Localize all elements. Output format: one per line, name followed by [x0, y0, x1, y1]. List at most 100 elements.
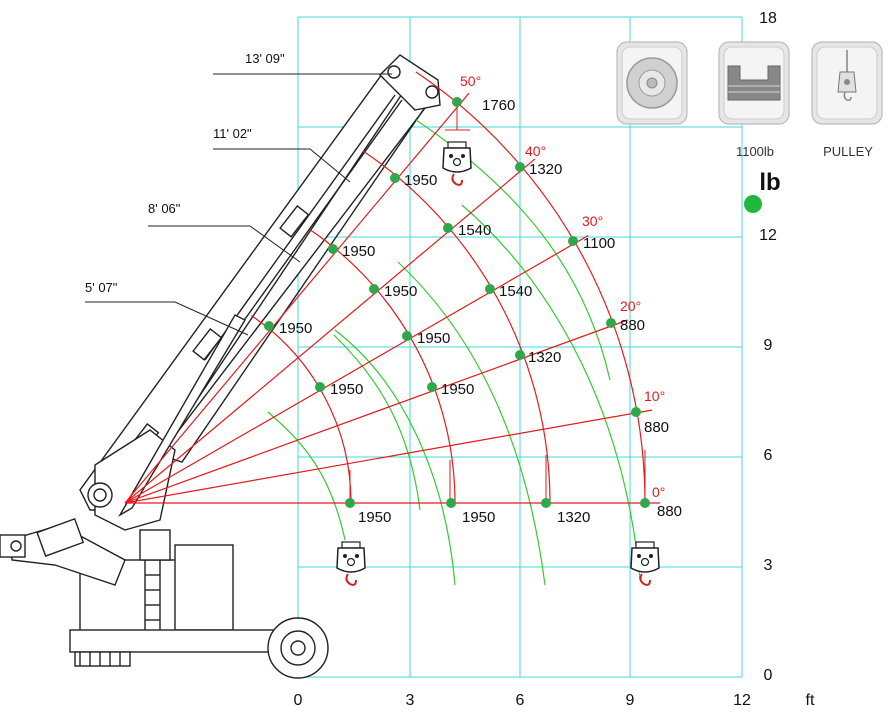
boom-head-sheave — [425, 85, 439, 99]
hook-path-arc — [267, 411, 346, 541]
load-point — [631, 407, 641, 417]
boom-clamp — [279, 205, 310, 238]
boom-length-arc — [309, 228, 456, 504]
boom-length-leader — [148, 225, 301, 263]
tow-pin — [10, 540, 22, 552]
angle-label: 10° — [644, 388, 665, 404]
load-value-label: 1540 — [458, 222, 491, 239]
angle-ray — [124, 319, 628, 504]
angle-ray — [124, 409, 653, 504]
outrigger-base — [69, 629, 281, 653]
boom-length-label: 13' 09" — [245, 51, 285, 66]
track-pad — [74, 651, 131, 667]
engine-box — [174, 544, 234, 631]
unit-label: lb — [759, 169, 780, 196]
load-point — [443, 223, 453, 233]
angle-label: 40° — [525, 143, 546, 159]
load-point — [264, 321, 274, 331]
angle-label: 20° — [620, 298, 641, 314]
load-point — [390, 173, 400, 183]
hook-top — [341, 541, 361, 549]
load-value-label: 1950 — [342, 243, 375, 260]
angle-label: 0° — [652, 484, 665, 500]
hook-path-arc — [461, 204, 641, 581]
crane-illustration — [0, 54, 441, 679]
pivot-pin-inner — [93, 488, 107, 502]
boom-head-pin — [387, 65, 401, 79]
x-tick-label: 3 — [406, 692, 415, 709]
load-point — [568, 236, 578, 246]
load-value-label: 1320 — [529, 161, 562, 178]
hook-eye — [639, 573, 651, 586]
y-tick-label: 0 — [764, 667, 773, 684]
unit-legend-dot — [744, 195, 762, 213]
jib-head — [36, 517, 85, 557]
hydraulic-ram — [118, 314, 246, 517]
load-value-label: 1950 — [384, 283, 417, 300]
boom-length-label: 5' 07" — [85, 280, 118, 295]
load-point — [369, 284, 379, 294]
y-tick-label: 18 — [759, 10, 777, 27]
load-value-label: 1950 — [404, 172, 437, 189]
load-value-label: 1950 — [417, 330, 450, 347]
hook-bolt — [355, 554, 359, 558]
hook-sheave — [640, 557, 650, 567]
accessory-icons: 1100lb PULLEY — [616, 41, 883, 159]
hook-block-top — [442, 141, 472, 186]
load-point — [427, 382, 437, 392]
load-point — [606, 318, 616, 328]
load-point — [485, 284, 495, 294]
pulley-caption: PULLEY — [823, 144, 873, 159]
pulley-icon-hook — [843, 91, 852, 101]
boom-length-label: 11' 02" — [213, 126, 252, 141]
load-value-label: 880 — [657, 503, 682, 520]
counterweight-caption: 1100lb — [736, 144, 774, 159]
load-value-label: 1950 — [330, 381, 363, 398]
load-point — [345, 498, 355, 508]
hook-blocks — [336, 102, 660, 586]
y-tick-label: 9 — [764, 337, 773, 354]
load-value-label: 1320 — [557, 509, 590, 526]
load-value-label: 1950 — [441, 381, 474, 398]
load-value-label: 1950 — [358, 509, 391, 526]
boom-length-arc — [362, 150, 551, 504]
wheel-icon-hub — [646, 77, 658, 89]
angle-ray — [124, 158, 536, 504]
hook-path-arc — [397, 261, 546, 586]
load-value-label: 1760 — [482, 97, 515, 114]
x-tick-label: 12 — [733, 692, 751, 709]
hook-top — [447, 141, 467, 149]
load-value-label: 1100 — [583, 235, 615, 252]
angle-label: 30° — [582, 213, 603, 229]
load-point — [315, 382, 325, 392]
boom-length-label: 8' 06" — [148, 201, 181, 216]
angle-ray — [124, 234, 589, 504]
hook-sheave — [346, 557, 356, 567]
wheel-axle — [290, 640, 306, 656]
angle-ray — [124, 92, 470, 504]
boom-length-leader — [213, 148, 351, 183]
load-point — [446, 498, 456, 508]
load-point — [640, 498, 650, 508]
load-value-label: 1540 — [499, 283, 532, 300]
load-point — [452, 97, 462, 107]
hook-sheave — [452, 157, 462, 167]
hook-bolt — [637, 554, 641, 558]
hook-eye — [451, 173, 463, 186]
pulley-icon-sheave — [844, 79, 850, 85]
hook-top — [635, 541, 655, 549]
load-labels: 1950 1950 1320 880 1950 1950 1320 880 1950 1950 15… — [85, 51, 682, 526]
hook-block-right — [630, 541, 660, 586]
x-unit-label: ft — [806, 692, 815, 709]
load-value-label: 1950 — [279, 320, 312, 337]
load-value-label: 880 — [620, 317, 645, 334]
hook-eye — [345, 573, 357, 586]
boom-length-arc — [251, 315, 352, 504]
hook-path-arc — [333, 334, 421, 511]
boom-clamp — [192, 328, 223, 361]
load-point — [515, 162, 525, 172]
y-tick-label: 3 — [764, 557, 773, 574]
y-tick-label: 12 — [759, 227, 777, 244]
